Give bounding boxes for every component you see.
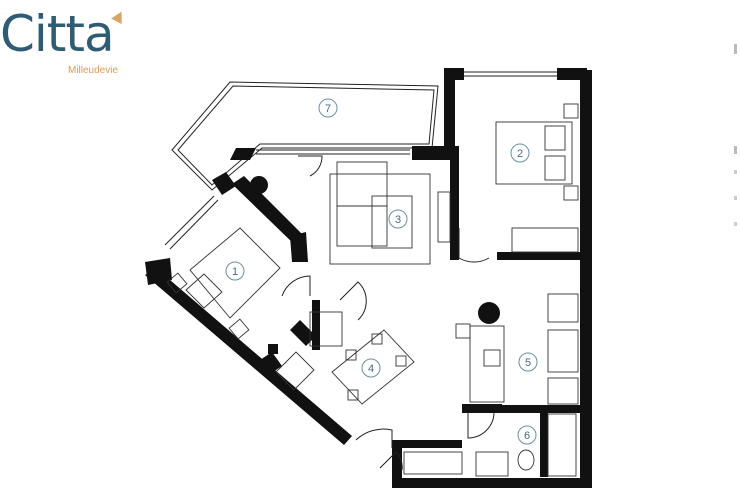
balcony-outline xyxy=(171,81,439,191)
room-number-2: 2 xyxy=(517,148,523,160)
window-strips xyxy=(164,71,557,250)
room-number-1: 1 xyxy=(232,266,238,278)
room-number-4: 4 xyxy=(368,363,374,375)
living-sofa-set xyxy=(329,161,451,265)
column-marker xyxy=(250,176,268,194)
dining-table-set xyxy=(331,329,415,405)
room-number-7: 7 xyxy=(325,103,331,115)
logo-wordmark: Citta xyxy=(0,5,115,63)
walls xyxy=(145,68,592,488)
room-marker-1: 1 xyxy=(225,261,245,281)
room-marker-3: 3 xyxy=(388,209,408,229)
bathroom-fixtures xyxy=(403,413,577,477)
room-marker-2: 2 xyxy=(510,143,530,163)
edge-marks xyxy=(734,44,737,226)
room-marker-6: 6 xyxy=(517,425,537,445)
room-number-6: 6 xyxy=(524,430,530,442)
brand-logo: Citta Milleudevie xyxy=(0,0,140,80)
room-marker-7: 7 xyxy=(318,98,338,118)
logo-tagline: Milleudevie xyxy=(68,65,119,76)
bedroom-1-bed xyxy=(166,227,281,340)
room-number-5: 5 xyxy=(525,357,531,369)
bedroom-2-bed xyxy=(495,103,579,253)
room-marker-5: 5 xyxy=(518,352,538,372)
kitchen-counters xyxy=(455,293,579,405)
door-swings xyxy=(281,155,495,471)
closet-fixtures xyxy=(275,311,343,391)
room-number-3: 3 xyxy=(395,214,401,226)
room-marker-4: 4 xyxy=(361,358,381,378)
column-marker xyxy=(478,302,500,324)
